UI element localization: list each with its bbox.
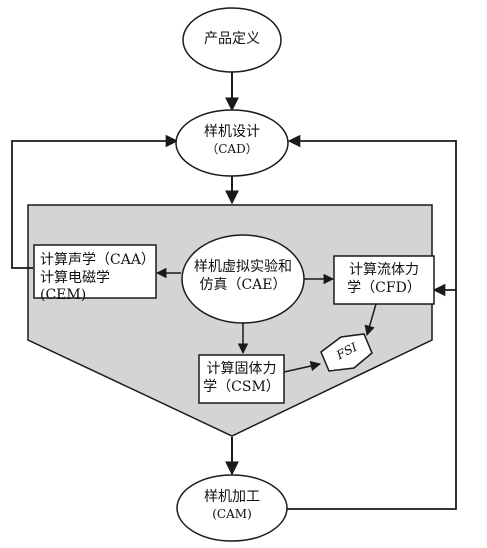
node-prototype-manufacturing (176, 474, 288, 542)
arrow-csm-to-fsi (283, 360, 322, 373)
arrow-acoustics-feedback-to-design (11, 134, 179, 269)
node-fsi (320, 333, 373, 372)
arrow-manufacturing-feedback-to-design (287, 134, 457, 510)
prototype-manufacturing-abbr: (CAM) (212, 506, 252, 521)
node-acoustics-em (33, 244, 157, 299)
prototype-design-label: 样机设计 （CAD） (176, 124, 288, 157)
electromagnetics-line: 计算电磁学(CEM) (40, 269, 110, 304)
acoustics-line: 计算声学（CAA） (40, 252, 155, 268)
solid-mechanics-line2: 学（CSM） (203, 378, 280, 395)
node-fluid-dynamics (333, 255, 435, 305)
fluid-dynamics-line1: 计算流体力 (349, 262, 419, 278)
prototype-manufacturing-title: 样机加工 (204, 489, 260, 505)
product-definition-label: 产品定义 (183, 31, 281, 49)
virtual-simulation-line1: 样机虚拟实验和 (194, 259, 292, 275)
product-definition-text: 产品定义 (204, 31, 260, 47)
virtual-simulation-label: 样机虚拟实验和 仿真（CAE） (183, 259, 303, 294)
node-solid-mechanics (198, 354, 285, 404)
node-prototype-design (175, 109, 289, 177)
acoustics-em-label: 计算声学（CAA） 计算电磁学(CEM) (40, 252, 155, 305)
prototype-manufacturing-label: 样机加工 (CAM) (177, 489, 287, 522)
arrow-cfd-to-fsi (364, 303, 377, 337)
node-product-definition (182, 7, 282, 73)
solid-mechanics-label: 计算固体力 学（CSM） (199, 361, 284, 396)
fluid-dynamics-label: 计算流体力 学（CFD） (334, 262, 434, 297)
prototype-design-title: 样机设计 (204, 124, 260, 140)
fluid-dynamics-line2: 学（CFD） (347, 279, 421, 296)
node-virtual-simulation (181, 234, 305, 324)
prototype-design-abbr: （CAD） (206, 141, 258, 156)
solid-mechanics-line1: 计算固体力 (206, 361, 277, 377)
virtual-simulation-line2: 仿真（CAE） (199, 276, 287, 293)
